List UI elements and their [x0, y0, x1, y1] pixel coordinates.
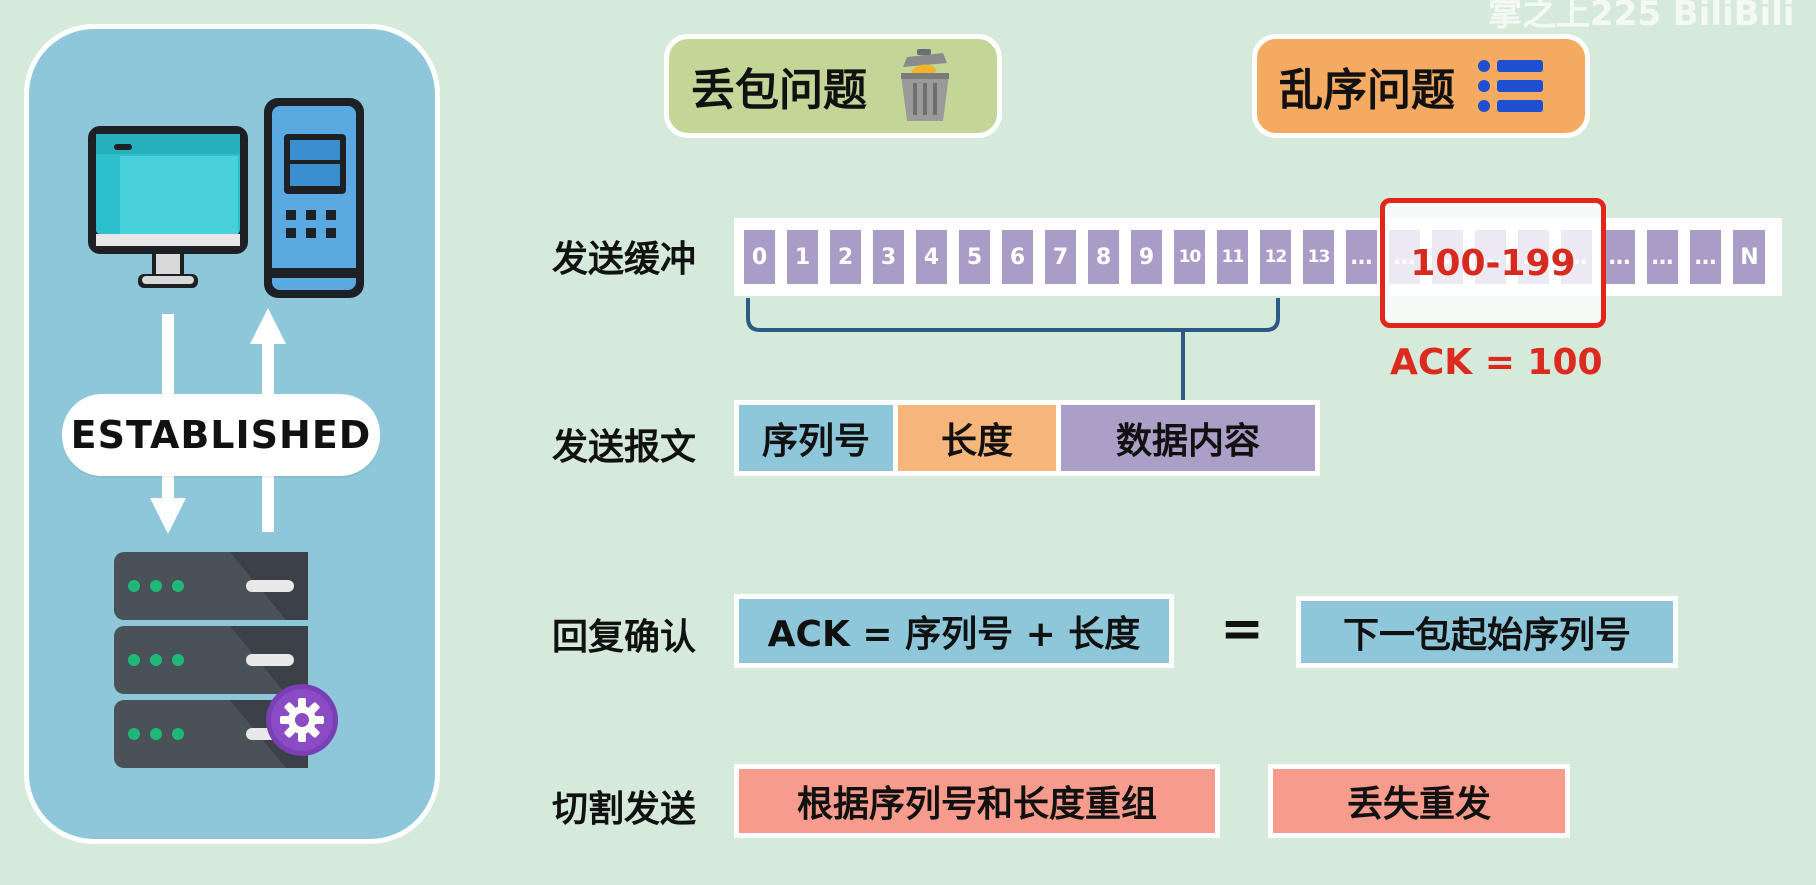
buffer-cell: 5	[959, 230, 990, 284]
sequence-number-field: 序列号	[734, 400, 898, 476]
gear-icon	[266, 684, 338, 756]
buffer-cell: 6	[1002, 230, 1033, 284]
length-field: 长度	[893, 400, 1061, 476]
out-of-order-label: 乱序问题	[1279, 65, 1455, 116]
retransmit-box: 丢失重发	[1268, 764, 1570, 838]
list-icon	[1478, 60, 1543, 112]
buffer-cell: 12	[1260, 230, 1291, 284]
data-content-field: 数据内容	[1056, 400, 1320, 476]
watermark: 掌之上225 BiliBili	[1488, 0, 1795, 34]
buffer-cell: …	[1690, 230, 1721, 284]
desktop-computer-icon	[88, 98, 364, 298]
buffer-cell: …	[1647, 230, 1678, 284]
next-sequence-box: 下一包起始序列号	[1296, 596, 1678, 668]
buffer-cell: 8	[1088, 230, 1119, 284]
buffer-cell: 13	[1303, 230, 1334, 284]
buffer-cell: 9	[1131, 230, 1162, 284]
ack-value-label: ACK = 100	[1390, 342, 1603, 383]
buffer-cell: 2	[830, 230, 861, 284]
buffer-cell: 4	[916, 230, 947, 284]
row-label-send-buffer: 发送缓冲	[552, 239, 697, 280]
buffer-cell: 0	[744, 230, 775, 284]
trash-can-icon	[901, 49, 949, 121]
server-rack-icon	[114, 552, 308, 768]
connection-status-label: ESTABLISHED	[62, 394, 380, 476]
row-label-reply-ack: 回复确认	[552, 617, 697, 658]
segment-range-highlight: 100-199	[1380, 198, 1606, 328]
buffer-bracket	[746, 298, 1280, 400]
buffer-cell: N	[1734, 230, 1765, 284]
buffer-cell: 10	[1174, 230, 1205, 284]
equals-sign: =	[1220, 599, 1264, 659]
buffer-cell: 11	[1217, 230, 1248, 284]
row-label-send-message: 发送报文	[552, 427, 697, 468]
row-label-split-send: 切割发送	[552, 789, 697, 830]
buffer-cell: …	[1346, 230, 1377, 284]
out-of-order-tag: 乱序问题	[1252, 34, 1590, 138]
buffer-cell: …	[1604, 230, 1635, 284]
packet-loss-tag: 丢包问题	[664, 34, 1002, 138]
buffer-cell: 3	[873, 230, 904, 284]
reassemble-box: 根据序列号和长度重组	[734, 764, 1220, 838]
packet-loss-label: 丢包问题	[691, 65, 867, 116]
buffer-cell: 1	[787, 230, 818, 284]
buffer-cell: 7	[1045, 230, 1076, 284]
ack-formula-box: ACK = 序列号 + 长度	[734, 594, 1174, 668]
